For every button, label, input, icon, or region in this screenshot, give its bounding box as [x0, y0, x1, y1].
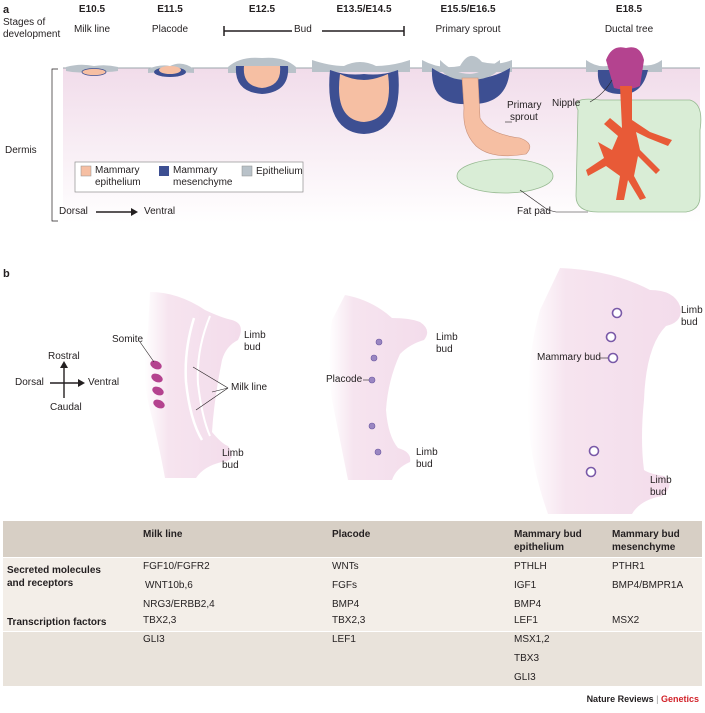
panel-a-label: a [3, 4, 10, 16]
stages-title-line2: development [3, 29, 61, 40]
table-cell: TBX2,3 LEF1 [332, 615, 366, 645]
stage-e13-drawing [312, 60, 410, 134]
stage-age: E18.5 [615, 4, 643, 15]
limb-bud-label-6b: bud [650, 487, 667, 498]
stage-ductal-tree-drawing [575, 47, 702, 213]
column-header: Milk line [143, 529, 183, 540]
compass-ventral-label: Ventral [88, 377, 120, 388]
table-row [3, 557, 702, 631]
stage-age: E12.5 [248, 4, 276, 15]
stage-name: Placode [151, 24, 189, 35]
embryo-mammary-bud-drawing [527, 268, 681, 514]
fat-pad-label: Fat pad [517, 206, 551, 217]
table-cell: WNTs FGFs BMP4 [332, 561, 360, 610]
table-header-row [3, 521, 702, 557]
column-header: Placode [332, 529, 371, 540]
credit-separator: | [656, 694, 659, 704]
stage-name: Primary sprout [435, 24, 501, 35]
legend-box [74, 161, 304, 193]
limb-bud-label-6: Limb [650, 475, 672, 486]
placode-label: Placode [326, 374, 363, 385]
table-cell: PTHLH IGF1 BMP4 [514, 561, 547, 610]
milk-line-label: Milk line [231, 382, 268, 393]
table-cell: LEF1 MSX1,2 TBX3 GLI3 [514, 615, 550, 683]
dermis-label: Dermis [5, 145, 37, 156]
column-header: Mammary bud mesenchyme [612, 529, 680, 553]
legend-label-epithelium: Epithelium [256, 166, 303, 177]
ventral-label: Ventral [144, 206, 176, 217]
embryo-milk-line-drawing [139, 292, 241, 478]
legend-label-mammary-mesenchyme-1: Mammary [173, 165, 218, 176]
legend-swatch-mammary-epithelium [80, 165, 92, 177]
stage-age: E13.5/E14.5 [336, 4, 392, 15]
dermis-bracket [51, 68, 58, 222]
embryo-placode-drawing [329, 295, 428, 480]
limb-bud-label-1b: bud [244, 342, 261, 353]
stage-primary-sprout-drawing [422, 55, 531, 157]
fat-pad-e16 [456, 158, 554, 194]
nipple-label: Nipple [552, 98, 581, 109]
journal-credit: Nature Reviews | Genetics [587, 694, 699, 704]
primary-sprout-label-line2: sprout [510, 112, 538, 123]
publisher-name: Nature Reviews [586, 694, 654, 704]
limb-bud-label-4b: bud [416, 459, 433, 470]
limb-bud-label-2b: bud [222, 460, 239, 471]
somite-label: Somite [112, 334, 144, 345]
row-header: Transcription factors [7, 617, 107, 628]
legend-swatch-epithelium [241, 165, 253, 177]
limb-bud-label-3: Limb [436, 332, 458, 343]
row-header: Secreted molecules and receptors [7, 565, 101, 589]
stages-title-line1: Stages of [3, 17, 46, 28]
legend-label-mammary-epithelium-2: epithelium [95, 177, 141, 188]
signalling-table: Milk line Placode Mammary bud epithelium… [3, 521, 702, 686]
compass-dorsal-label: Dorsal [15, 377, 44, 388]
stage-placode-drawing [148, 63, 194, 77]
table-cell: MSX2 [612, 615, 640, 626]
primary-sprout-label-line1: Primary [507, 100, 542, 111]
compass-rostral-label: Rostral [48, 351, 80, 362]
table-row [3, 631, 702, 686]
table-cell: FGF10/FGFR2 WNT10b,6 NRG3/ERBB2,4 [143, 561, 215, 610]
limb-bud-label-3b: bud [436, 344, 453, 355]
stage-milk-line-drawing [66, 64, 118, 76]
dorsal-label: Dorsal [59, 206, 88, 217]
mammary-bud-label: Mammary bud [537, 352, 601, 363]
limb-bud-label-4: Limb [416, 447, 438, 458]
limb-bud-label-5: Limb [681, 305, 703, 316]
panel-b-label: b [3, 268, 10, 280]
column-header: Mammary bud epithelium [514, 529, 582, 553]
legend-label-mammary-epithelium-1: Mammary [95, 165, 140, 176]
legend-label-mammary-mesenchyme-2: mesenchyme [173, 177, 233, 188]
stage-name: Ductal tree [604, 24, 654, 35]
compass-caudal-label: Caudal [50, 402, 82, 413]
table-cell: PTHR1 BMP4/BMPR1A [612, 561, 684, 591]
stage-age: E11.5 [157, 4, 183, 15]
legend-swatch-mammary-mesenchyme [159, 166, 169, 176]
stage-age: E10.5 [78, 4, 106, 15]
table-cell: TBX2,3 GLI3 [143, 615, 177, 645]
limb-bud-label-2: Limb [222, 448, 244, 459]
limb-bud-label-1: Limb [244, 330, 266, 341]
compass-icon [50, 361, 85, 398]
journal-name: Genetics [660, 694, 699, 704]
stage-name: Milk line [73, 24, 111, 35]
stage-e12-drawing [228, 57, 296, 94]
limb-bud-label-5b: bud [681, 317, 698, 328]
bud-label: Bud [294, 24, 312, 35]
stage-age: E15.5/E16.5 [440, 4, 496, 15]
